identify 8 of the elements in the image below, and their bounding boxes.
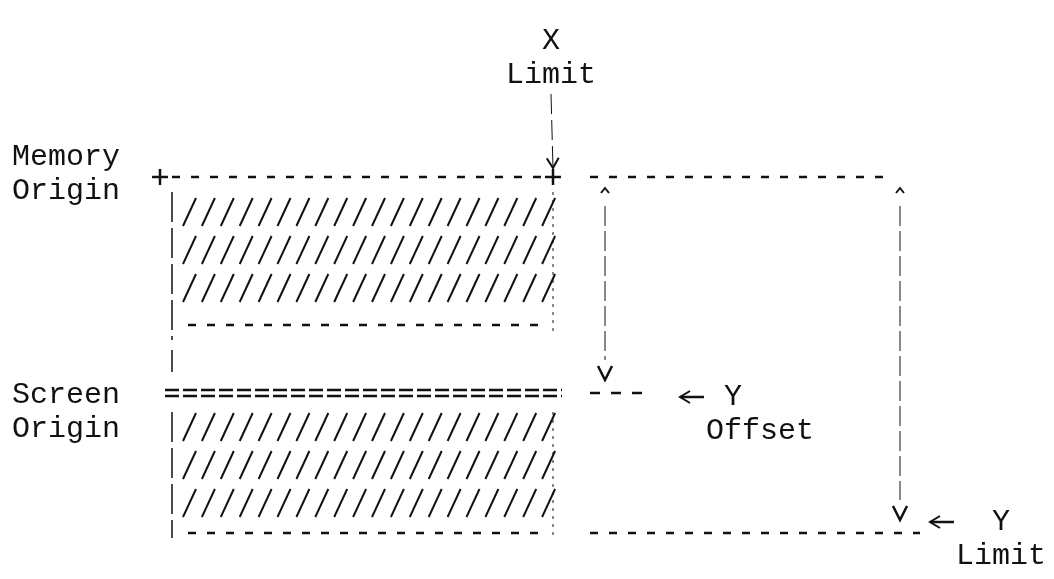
leader-arrow bbox=[545, 93, 560, 169]
leader-arrow bbox=[929, 515, 954, 529]
dimension-label: Y Offset bbox=[706, 380, 832, 448]
dimension-label: X Limit bbox=[506, 24, 596, 92]
leader-arrow bbox=[679, 390, 704, 404]
region-label: Screen Origin bbox=[12, 378, 122, 446]
region-label: Memory Origin bbox=[12, 140, 122, 208]
dimension-label: Y Limit bbox=[956, 505, 1046, 573]
